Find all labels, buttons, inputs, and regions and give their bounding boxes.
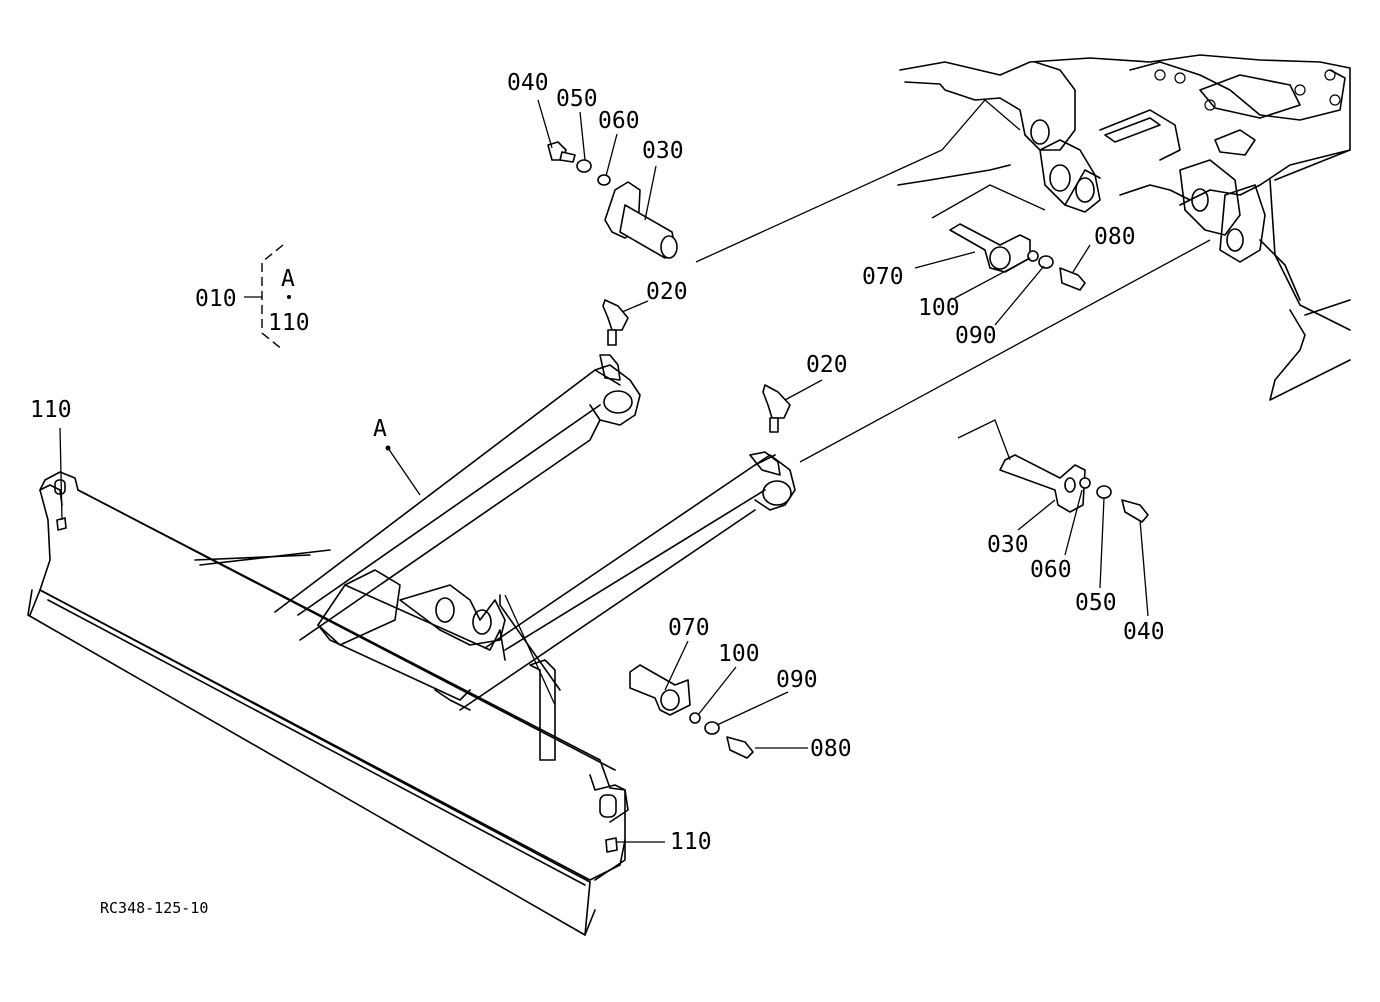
blade-arms xyxy=(194,354,796,761)
callout-090-upper: 090 xyxy=(955,323,997,349)
callout-030-upper: 030 xyxy=(642,138,684,164)
drawing-code: RC348-125-10 xyxy=(100,899,208,917)
machine-frame xyxy=(897,54,1351,401)
assembly-top-item: A xyxy=(281,266,295,292)
callout-060-lower: 060 xyxy=(1030,557,1072,583)
callout-080-lower: 080 xyxy=(810,736,852,762)
callout-030-lower: 030 xyxy=(987,532,1029,558)
callout-050-upper: 050 xyxy=(556,86,598,112)
callout-040-lower: 040 xyxy=(1123,619,1165,645)
callout-070-lower: 070 xyxy=(668,615,710,641)
callout-110-left: 110 xyxy=(30,397,72,423)
callout-050-lower: 050 xyxy=(1075,590,1117,616)
callout-070-upper: 070 xyxy=(862,264,904,290)
callout-020-right: 020 xyxy=(806,352,848,378)
assembly-bracket xyxy=(244,244,291,351)
dozer-blade xyxy=(27,471,629,936)
callout-060-upper: 060 xyxy=(598,108,640,134)
callout-A: A xyxy=(373,416,387,442)
callout-040-upper: 040 xyxy=(507,70,549,96)
assembly-number: 010 xyxy=(195,286,237,312)
hardware xyxy=(547,141,1149,759)
callout-110-right: 110 xyxy=(670,829,712,855)
callout-100-upper: 100 xyxy=(918,295,960,321)
callout-020-left: 020 xyxy=(646,279,688,305)
callout-090-lower: 090 xyxy=(776,667,818,693)
assembly-bottom-item: 110 xyxy=(268,310,310,336)
callout-080-upper: 080 xyxy=(1094,224,1136,250)
leader-lines xyxy=(59,99,1211,843)
callout-labels: 040 050 060 030 020 020 070 100 090 080 … xyxy=(30,70,1165,917)
callout-100-lower: 100 xyxy=(718,641,760,667)
